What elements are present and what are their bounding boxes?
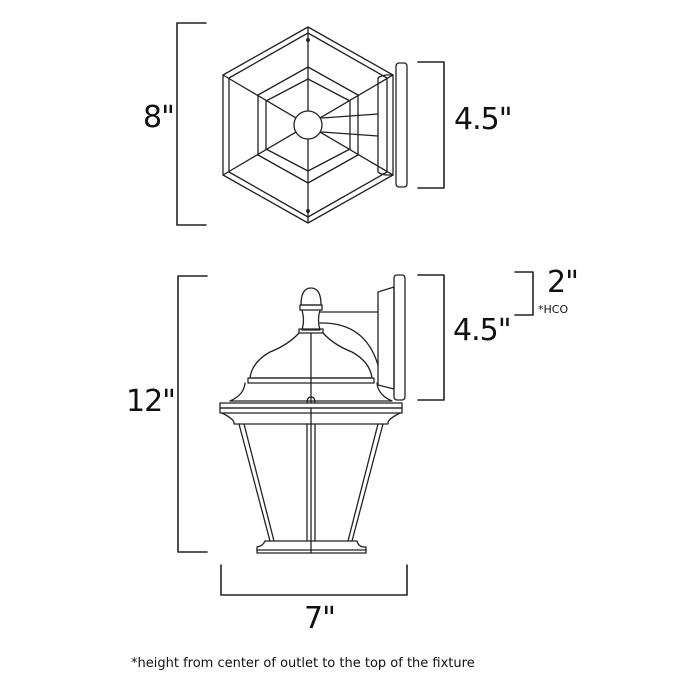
hco-bracket (514, 271, 534, 316)
top-backplate-label: 4.5" (454, 102, 513, 137)
hco-label: 2" (547, 265, 579, 300)
top-height-label: 8" (143, 100, 175, 135)
top-view-drawing (176, 22, 445, 226)
hco-note: *HCO (538, 303, 569, 316)
hco-footnote: *height from center of outlet to the top… (131, 656, 475, 671)
top-height-bracket (176, 22, 207, 226)
width-bracket (220, 564, 408, 596)
side-view-drawing (177, 271, 534, 596)
side-backplate-label: 4.5" (453, 313, 512, 348)
top-backplate-bracket (417, 61, 445, 189)
side-height-label: 12" (126, 384, 176, 419)
width-label: 7" (304, 601, 336, 636)
side-height-bracket (177, 275, 208, 553)
side-backplate-bracket (417, 274, 445, 401)
